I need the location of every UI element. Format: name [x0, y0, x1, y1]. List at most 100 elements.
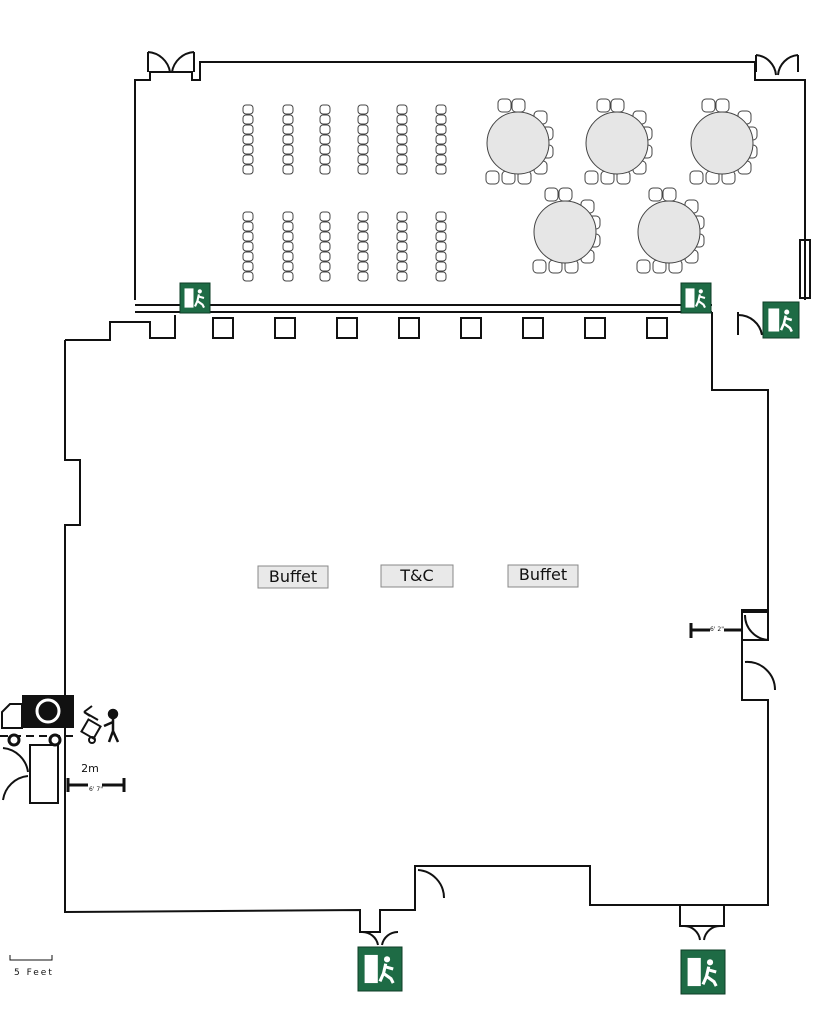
chair — [435, 251, 447, 262]
chair — [357, 231, 369, 242]
person-icon — [103, 708, 120, 743]
chair — [242, 134, 254, 145]
chair — [584, 170, 599, 185]
table-top — [690, 111, 754, 175]
table-top — [533, 200, 597, 264]
chair — [319, 124, 331, 135]
table-top — [486, 111, 550, 175]
chair — [357, 221, 369, 232]
chair — [357, 104, 369, 115]
chair — [282, 124, 294, 135]
main-hall-wall — [64, 312, 769, 933]
chair — [242, 241, 254, 252]
chair — [396, 241, 408, 252]
chair — [715, 98, 730, 113]
chair — [242, 154, 254, 165]
chair — [610, 98, 625, 113]
chair — [282, 144, 294, 155]
station-label: T&C — [399, 566, 433, 585]
exit-sign-icon — [357, 946, 403, 992]
chair — [357, 164, 369, 175]
chair — [282, 134, 294, 145]
chair — [282, 114, 294, 125]
chair — [357, 251, 369, 262]
chair — [396, 251, 408, 262]
chair — [396, 164, 408, 175]
scale-label: 5 Feet — [14, 968, 54, 978]
column — [460, 317, 482, 339]
chair — [242, 271, 254, 282]
column — [522, 317, 544, 339]
chair — [319, 261, 331, 272]
chair — [242, 231, 254, 242]
chair — [242, 251, 254, 262]
round-table[interactable] — [689, 98, 758, 185]
station-buffet-1[interactable]: Buffet — [257, 565, 329, 589]
chair — [242, 124, 254, 135]
round-table[interactable] — [485, 98, 554, 185]
station-tc[interactable]: T&C — [380, 564, 454, 588]
chair — [396, 221, 408, 232]
chair — [357, 261, 369, 272]
chair — [435, 134, 447, 145]
column — [584, 317, 606, 339]
chair — [532, 259, 547, 274]
chair — [435, 154, 447, 165]
chair — [435, 104, 447, 115]
chair — [396, 114, 408, 125]
dock-dimension-line — [66, 778, 126, 792]
exit-sign-icon — [680, 949, 726, 995]
chair — [435, 241, 447, 252]
dock-leveler — [29, 744, 59, 804]
chair — [357, 241, 369, 252]
column — [212, 317, 234, 339]
chair — [485, 170, 500, 185]
chair — [282, 231, 294, 242]
round-table[interactable] — [584, 98, 653, 185]
round-table[interactable] — [532, 187, 601, 274]
chair — [435, 261, 447, 272]
column — [336, 317, 358, 339]
chair — [282, 251, 294, 262]
chair — [319, 164, 331, 175]
chair — [357, 271, 369, 282]
chair — [357, 144, 369, 155]
chair — [511, 98, 526, 113]
chair — [636, 259, 651, 274]
chair — [319, 241, 331, 252]
chair — [282, 104, 294, 115]
chair — [282, 221, 294, 232]
upper-room-wall — [134, 61, 806, 313]
chair — [435, 231, 447, 242]
chair — [242, 211, 254, 222]
chair — [242, 221, 254, 232]
chair — [319, 154, 331, 165]
chair — [396, 124, 408, 135]
round-table[interactable] — [636, 187, 705, 274]
chair — [319, 221, 331, 232]
chair — [435, 164, 447, 175]
upper-door-right — [755, 54, 799, 76]
chair — [282, 164, 294, 175]
chair — [396, 104, 408, 115]
upper-window — [799, 239, 811, 299]
column — [646, 317, 668, 339]
exit-sign-icon — [762, 301, 800, 339]
scale-bar — [9, 955, 53, 961]
chair — [357, 124, 369, 135]
table-top — [585, 111, 649, 175]
dock-width-label: 2m — [81, 762, 99, 775]
side-door-width: 6' 2" — [710, 626, 724, 633]
chair — [319, 231, 331, 242]
table-top — [637, 200, 701, 264]
chair — [242, 104, 254, 115]
chair — [662, 187, 677, 202]
chair — [319, 144, 331, 155]
chair — [357, 211, 369, 222]
chair — [396, 154, 408, 165]
exit-door-right — [737, 312, 763, 336]
side-door-dimension-line — [689, 623, 742, 638]
station-buffet-2[interactable]: Buffet — [507, 564, 579, 588]
chair — [282, 261, 294, 272]
